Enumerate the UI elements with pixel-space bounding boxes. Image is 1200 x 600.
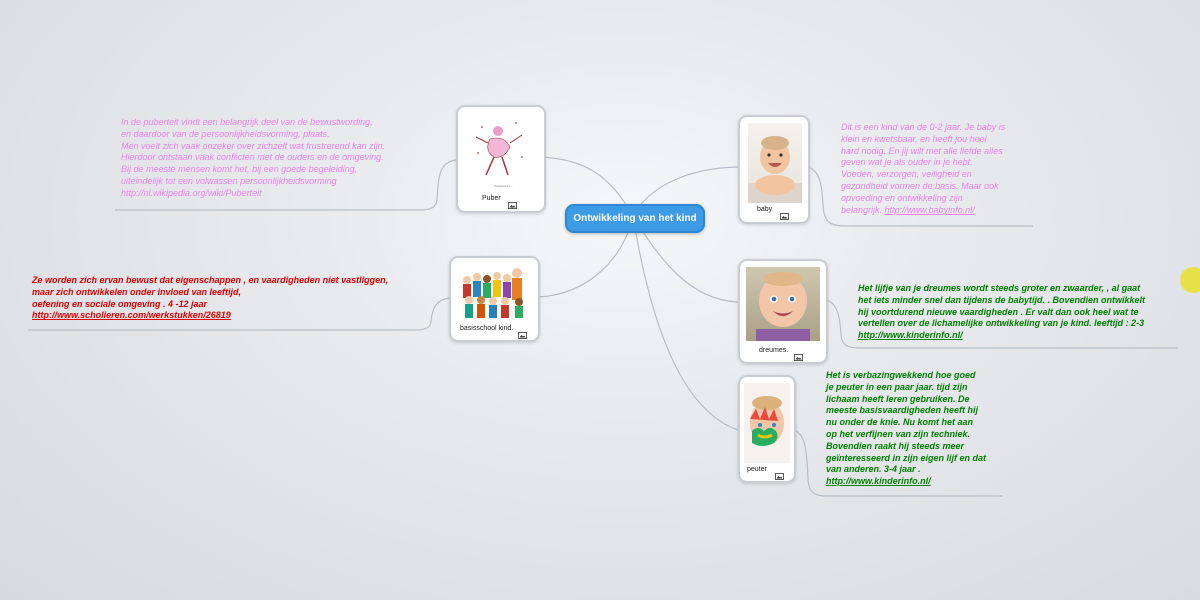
connector-puber bbox=[542, 156, 634, 217]
underline-baby bbox=[806, 166, 1033, 227]
note-line: nu onder de knie. Nu komt het aan bbox=[826, 417, 974, 428]
decorative-yellow-circle bbox=[1180, 267, 1200, 293]
puber-image-caption: Powered by ... bbox=[494, 184, 514, 188]
baby-label: baby bbox=[757, 206, 773, 213]
puber-image: Powered by ... bbox=[464, 113, 538, 191]
note-line: lichaam heeft leren gebruiken. De bbox=[826, 393, 970, 404]
note-line: je peuter in een paar jaar. tijd zijn bbox=[826, 381, 968, 392]
image-icon[interactable] bbox=[518, 326, 527, 339]
node-baby[interactable]: baby bbox=[738, 115, 810, 224]
note-line: Bovendien raakt hij steeds meer bbox=[826, 440, 965, 451]
note-line: hij voortdurend nieuwe vaardigheden . Er… bbox=[858, 306, 1139, 317]
connector-peuter bbox=[632, 215, 739, 431]
note-peuter: Het is verbazingwekkend hoe goed je peut… bbox=[826, 370, 986, 488]
note-line: geïnteresseerd in zijn eigen lijf en dat bbox=[826, 452, 987, 463]
note-puber: In de puberteit vindt een belangrijk dee… bbox=[121, 117, 385, 200]
basisschool-label: basisschool kind. bbox=[460, 325, 514, 332]
peuter-image bbox=[744, 383, 790, 463]
note-line: het iets minder snel dan tijdens de baby… bbox=[858, 294, 1146, 305]
peuter-label: peuter bbox=[747, 466, 767, 473]
node-puber[interactable]: Powered by ... Puber bbox=[456, 105, 546, 213]
note-line: Men voelt zich vaak onzeker over zichzel… bbox=[121, 140, 386, 151]
note-line: van anderen. 3-4 jaar . bbox=[826, 464, 921, 475]
note-line: Hierdoor ontstaan vaak conflicten met de… bbox=[121, 152, 384, 163]
dreumes-image bbox=[746, 267, 820, 341]
note-link[interactable]: http://www.scholieren.com/werkstukken/26… bbox=[32, 310, 231, 321]
note-line: http://nl.wikipedia.org/wiki/Puberteit bbox=[121, 187, 262, 198]
note-link[interactable]: http://www.kinderinfo.nl/ bbox=[858, 330, 963, 341]
image-icon[interactable] bbox=[775, 467, 784, 480]
note-line: vertellen over de lichamelijke ontwikkel… bbox=[858, 318, 1145, 329]
note-line: uiteindelijk tot een volwassen persoonli… bbox=[121, 175, 337, 186]
image-icon[interactable] bbox=[780, 207, 789, 220]
node-dreumes[interactable]: dreumes. bbox=[738, 259, 828, 364]
note-basisschool: Ze worden zich ervan bewust dat eigensch… bbox=[32, 275, 388, 322]
note-line: Ze worden zich ervan bewust dat eigensch… bbox=[32, 275, 389, 285]
central-topic[interactable]: Ontwikkeling van het kind bbox=[565, 204, 705, 233]
underline-basisschool bbox=[28, 297, 450, 331]
puber-label: Puber bbox=[482, 195, 501, 202]
baby-image bbox=[748, 123, 802, 203]
underline-puber bbox=[115, 159, 457, 211]
note-line: hard nodig. En jij wilt met alle liefde … bbox=[841, 145, 1003, 156]
note-dreumes: Het lijfje van je dreumes wordt steeds g… bbox=[858, 283, 1145, 342]
dreumes-label: dreumes. bbox=[759, 347, 789, 354]
underline-peuter bbox=[792, 429, 1003, 497]
image-icon[interactable] bbox=[794, 348, 803, 361]
note-line: oefening en sociale omgeving . 4 -12 jaa… bbox=[32, 298, 208, 309]
node-peuter[interactable]: peuter bbox=[738, 375, 796, 483]
note-line: opvoeding en ontwikkeling zijn bbox=[841, 192, 963, 203]
note-line: klein en kwetsbaar, en heeft jou heel bbox=[841, 133, 987, 144]
note-line: Het is verbazingwekkend hoe goed bbox=[826, 370, 976, 380]
note-line: meeste basisvaardigheden heeft hij bbox=[826, 405, 979, 416]
image-icon[interactable] bbox=[508, 196, 517, 209]
note-link[interactable]: http://www.kinderinfo.nl/ bbox=[826, 476, 931, 487]
note-baby: Dit is een kind van de 0-2 jaar. Je baby… bbox=[841, 122, 1005, 216]
underline-dreumes bbox=[825, 299, 1178, 349]
note-link[interactable]: http://www.babyinfo.nl/ bbox=[884, 204, 975, 215]
note-line: In de puberteit vindt een belangrijk dee… bbox=[121, 117, 373, 127]
note-line: maar zich ontwikkelen onder invloed van … bbox=[32, 286, 242, 297]
note-line: geven wat je als ouder in je hebt. bbox=[841, 157, 973, 168]
note-line: Dit is een kind van de 0-2 jaar. Je baby… bbox=[841, 122, 1006, 132]
note-line: en daardoor van de persoonlijkheidsvormi… bbox=[121, 128, 330, 139]
note-line: belangrijk. bbox=[841, 204, 885, 215]
note-line: gezondheid vormen de basis. Maar ook bbox=[841, 180, 999, 191]
note-line: Bij de meeste mensen komt het, bij een g… bbox=[121, 164, 358, 175]
note-line: Voeden, verzorgen, veiligheid en bbox=[841, 169, 972, 180]
note-line: op het verfijnen van zijn techniek. bbox=[826, 428, 971, 439]
note-line: Het lijfje van je dreumes wordt steeds g… bbox=[858, 283, 1141, 293]
basisschool-image bbox=[457, 264, 532, 321]
node-basisschool[interactable]: basisschool kind. bbox=[449, 256, 540, 342]
